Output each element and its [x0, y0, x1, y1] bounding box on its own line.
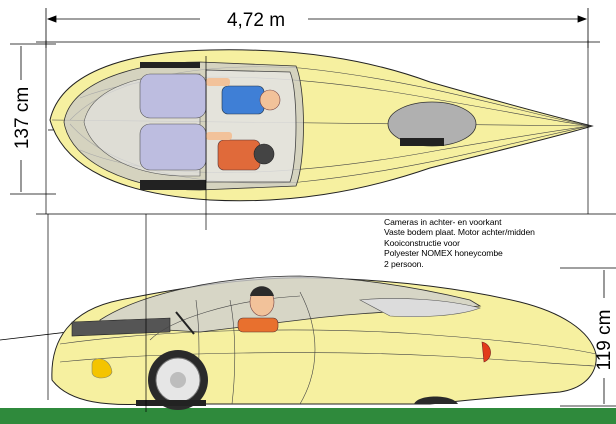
seats-top-view: [139, 73, 207, 171]
car-top-view: [49, 49, 594, 202]
driver-side-view: [175, 286, 279, 335]
design-notes: Cameras in achter- en voorkant Vaste bod…: [384, 217, 612, 269]
note-line: Polyester NOMEX honeycombe: [384, 248, 503, 259]
car-side-view: [0, 275, 616, 424]
driver-top-view: [206, 78, 281, 115]
length-label: 4,72 m: [227, 10, 285, 31]
passenger-top-view: [206, 132, 275, 171]
ground: [0, 408, 616, 424]
height-label: 119 cm: [594, 310, 615, 371]
note-line: 2 persoon.: [384, 258, 424, 269]
note-line: Cameras in achter- en voorkant: [384, 217, 502, 227]
width-label: 137 cm: [12, 87, 33, 149]
side-view-canopy: [99, 275, 482, 333]
front-light: [91, 358, 113, 379]
note-line: Vaste bodem plaat. Motor achter/midden: [384, 227, 535, 238]
front-wheel: [148, 350, 208, 410]
rear-light: [481, 341, 491, 363]
note-line: Kooiconstructie voor: [384, 237, 460, 248]
rear-wheel: [414, 396, 458, 404]
